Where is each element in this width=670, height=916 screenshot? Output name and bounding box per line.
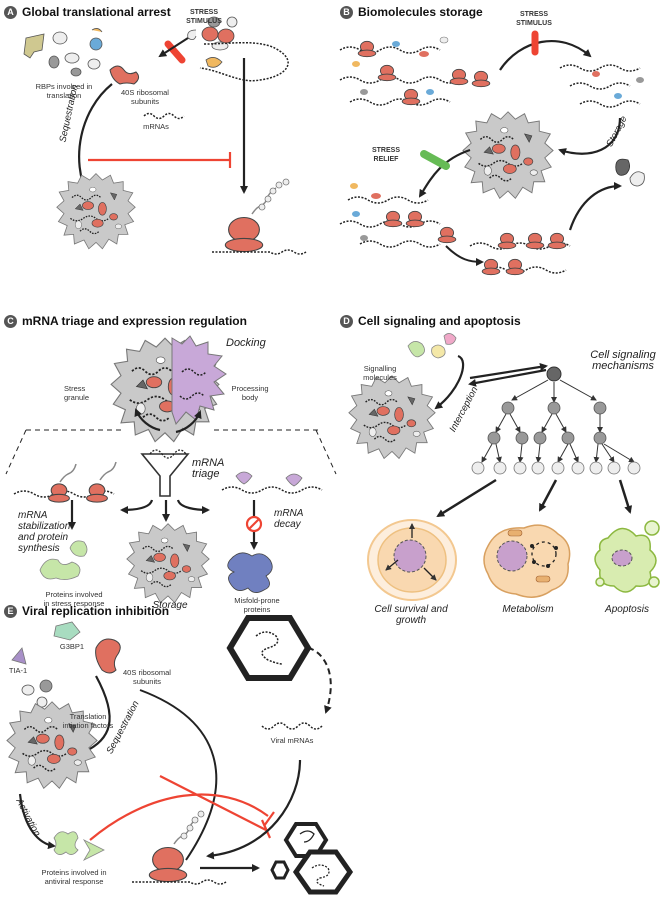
panel-e-title: Viral replication inhibition xyxy=(22,604,170,618)
panel-a-badge: A xyxy=(4,5,17,19)
panel-c-storage-label: Storage xyxy=(152,600,188,611)
panel-c-misfold-label: Misfold-prone proteins xyxy=(234,596,280,614)
panel-e-tia1-label: TIA-1 xyxy=(8,666,28,675)
panel-c-badge: C xyxy=(4,314,17,328)
panel-e-antiviral-label: Proteins involved in antiviral response xyxy=(41,868,107,886)
panel-b-header: B Biomolecules storage xyxy=(340,5,483,19)
panel-d-apoptosis-label: Apoptosis xyxy=(605,604,649,615)
panel-e-ribosome-label: 40S ribosomal subunits xyxy=(123,668,171,686)
panel-a-title: Global translational arrest xyxy=(22,5,171,19)
panel-e-g3bp1-label: G3BP1 xyxy=(59,642,85,651)
panel-c-docking-label: Docking xyxy=(226,337,266,349)
panel-d-signalling-label: Signalling molecules xyxy=(363,364,397,382)
panel-c-decay-label: mRNA decay xyxy=(274,508,304,530)
panel-e-badge: E xyxy=(4,604,17,618)
panel-b-stress-label: STRESS STIMULUS xyxy=(516,11,552,27)
panel-c-pb-label: Processing body xyxy=(231,384,269,402)
panel-e-header: E Viral replication inhibition xyxy=(4,604,169,618)
panel-a-mrna-label: mRNAs xyxy=(143,122,169,131)
panel-c-sg-label: Stress granule xyxy=(64,384,90,402)
panel-c-triage-label: mRNA triage xyxy=(192,457,225,480)
panel-c-title: mRNA triage and expression regulation xyxy=(22,314,247,328)
panel-c-stab-label: mRNA stabilization and protein synthesis xyxy=(18,510,71,554)
panel-a-graphics xyxy=(23,16,307,255)
panel-e-tif-label: Translation intiation factors xyxy=(62,712,114,730)
panel-c-header: C mRNA triage and expression regulation xyxy=(4,314,247,328)
panel-d-title: Cell signaling and apoptosis xyxy=(358,314,521,328)
panel-a-rbp-label: RBPs involved in translation xyxy=(35,82,93,100)
panel-b-graphics xyxy=(339,30,645,276)
panel-b-relief-label: STRESS RELIEF xyxy=(371,147,400,163)
panel-b-title: Biomolecules storage xyxy=(358,5,483,19)
panel-e-graphics xyxy=(6,615,354,895)
panel-d-metabolism-label: Metabolism xyxy=(502,604,554,615)
panel-b-badge: B xyxy=(340,5,353,19)
panel-d-header: D Cell signaling and apoptosis xyxy=(340,314,521,328)
panel-d-mechanisms-label: Cell signaling mechanisms xyxy=(590,349,656,372)
panel-e-viral-label: Viral mRNAs xyxy=(270,736,314,745)
panel-d-survival-label: Cell survival and growth xyxy=(374,604,448,626)
panel-d-graphics xyxy=(348,333,660,601)
panel-c-stress-proteins-label: Proteins involved in stress response xyxy=(43,590,105,608)
panel-a-stress-label: STRESS STIMULUS xyxy=(186,9,222,25)
panel-a-ribosome-label: 40S ribosomal subunits xyxy=(121,88,169,106)
panel-d-badge: D xyxy=(340,314,353,328)
panel-c-graphics xyxy=(5,335,337,604)
panel-a-header: A Global translational arrest xyxy=(4,5,171,19)
